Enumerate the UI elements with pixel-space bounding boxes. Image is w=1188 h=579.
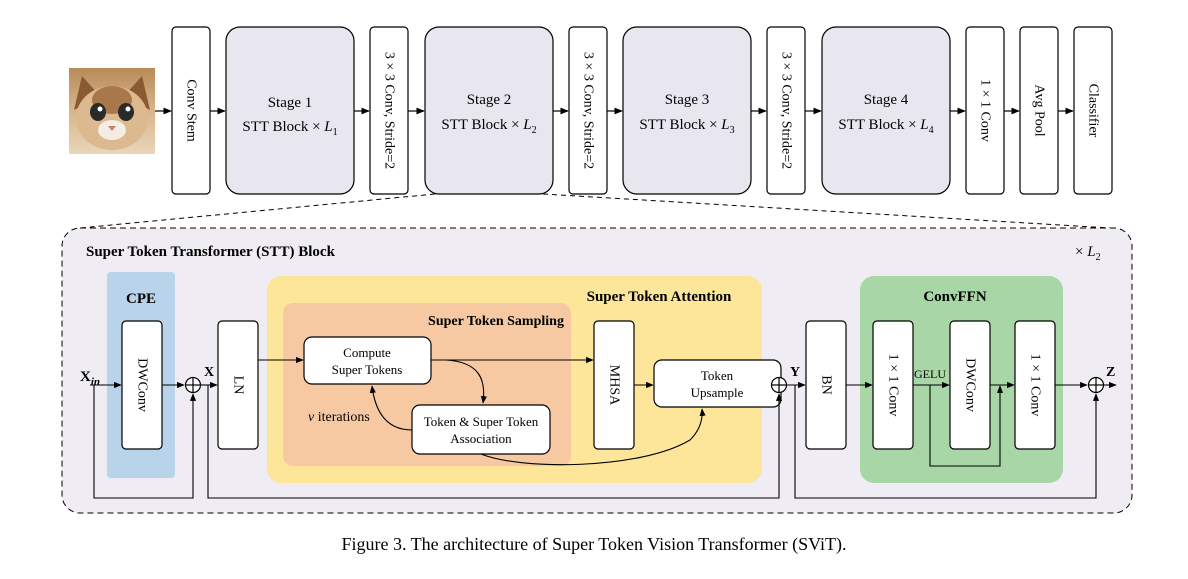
downsample-1-label: 3 × 3 Conv, Stride=2 (382, 52, 397, 169)
upsample-label-line1: Token (701, 368, 734, 383)
association-label-line1: Token & Super Token (424, 414, 539, 429)
stage-3-title: Stage 3 (665, 92, 710, 108)
iterations-label: v iterations (308, 410, 370, 425)
conv1x1-label: 1 × 1 Conv (978, 79, 993, 142)
ln-label: LN (231, 376, 246, 395)
classifier-label: Classifier (1086, 84, 1101, 138)
stage-2-block (424, 26, 554, 195)
compute-label-line2: Super Tokens (332, 362, 403, 377)
zoom-lines (79, 193, 1111, 229)
cpe-dwconv-label: DWConv (135, 358, 150, 412)
classifier-block (1073, 26, 1113, 195)
ln-block (217, 320, 259, 450)
add-node-3 (1087, 376, 1105, 394)
convffn-title: ConvFFN (923, 289, 987, 305)
pipeline (171, 26, 1113, 195)
stt-repeat-label: × L2 (1075, 244, 1101, 263)
compute-label-line1: Compute (343, 345, 391, 360)
conv-stem-label: Conv Stem (184, 79, 199, 142)
mhsa-label: MHSA (607, 365, 622, 406)
gelu-label: GELU (914, 367, 946, 381)
stage-3-block (622, 26, 752, 195)
super-token-attention-title: Super Token Attention (587, 289, 732, 305)
avg-pool-label: Avg Pool (1032, 84, 1047, 136)
association-label-line2: Association (450, 431, 512, 446)
figure-caption: Figure 3. The architecture of Super Toke… (341, 534, 847, 554)
stage-3-block-label: STT Block × L3 (639, 117, 734, 136)
downsample-3-label: 3 × 3 Conv, Stride=2 (779, 52, 794, 169)
input-cat-image (69, 68, 155, 154)
stage-4-block-label: STT Block × L4 (838, 117, 933, 136)
stage-4-title: Stage 4 (864, 92, 909, 108)
stage-1-block-label: STT Block × L1 (242, 119, 337, 138)
stage-2-block-label: STT Block × L2 (441, 117, 536, 136)
stt-block-title: Super Token Transformer (STT) Block (86, 244, 336, 260)
z-label: Z (1106, 365, 1115, 380)
x-label: X (204, 365, 214, 380)
stage-2-title: Stage 2 (467, 92, 512, 108)
super-token-sampling-title: Super Token Sampling (428, 314, 564, 329)
add-node-2 (770, 376, 788, 394)
cpe-title: CPE (126, 291, 156, 307)
association-block (411, 404, 551, 455)
x-in-label: Xin (80, 369, 100, 388)
stage-4-block (821, 26, 951, 195)
downsample-2-label: 3 × 3 Conv, Stride=2 (581, 52, 596, 169)
stage-1-title: Stage 1 (268, 95, 313, 111)
ffn-conv1-label: 1 × 1 Conv (886, 354, 901, 417)
add-nodes (184, 376, 1105, 394)
y-label: Y (790, 365, 800, 380)
bn-label: BN (819, 375, 834, 394)
ffn-dwconv-label: DWConv (963, 358, 978, 412)
add-node-1 (184, 376, 202, 394)
stt-arrows (90, 356, 1117, 499)
upsample-label-line2: Upsample (691, 385, 744, 400)
ffn-conv2-label: 1 × 1 Conv (1028, 354, 1043, 417)
